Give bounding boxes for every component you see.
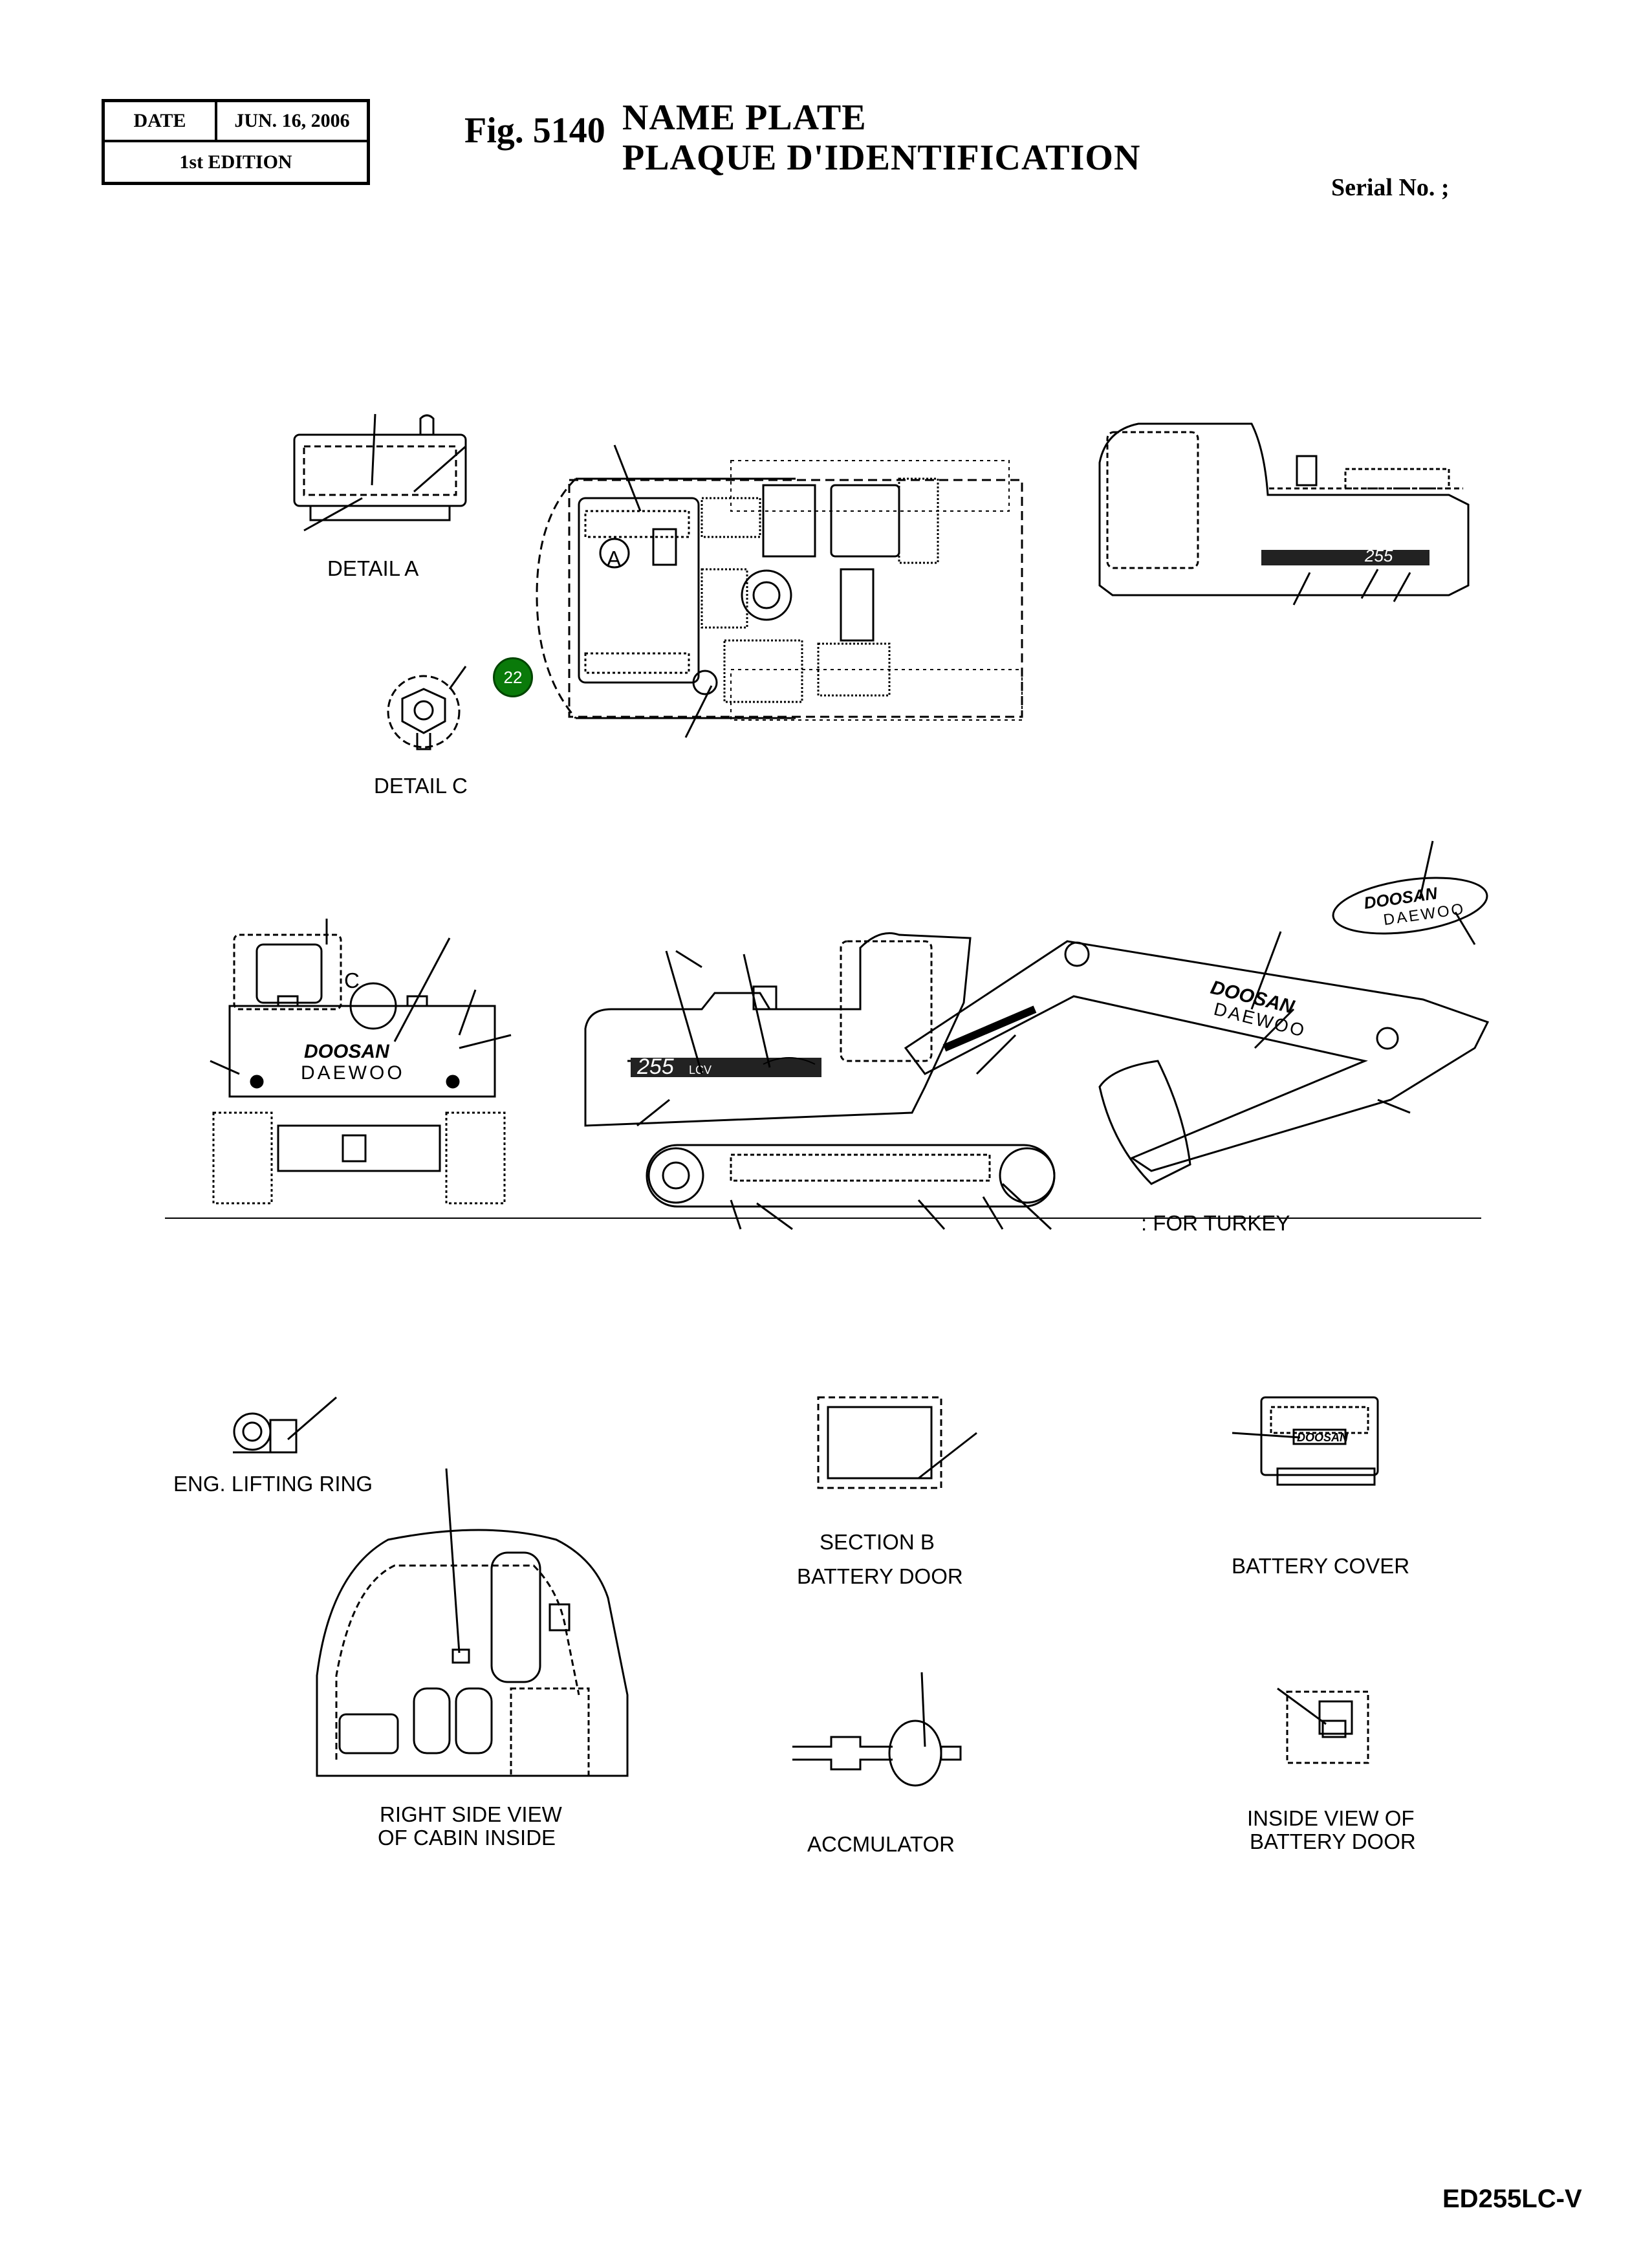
accumulator-label: ACCMULATOR [807,1832,955,1856]
rear-brand-doosan: DOOSAN [304,1041,390,1062]
inside-view-label-line2: BATTERY DOOR [1250,1830,1416,1853]
header-info-box: DATE JUN. 16, 2006 1st EDITION [102,99,370,185]
cabin-label-line2: OF CABIN INSIDE [378,1826,556,1850]
rear-brand-daewoo: DAEWOO [301,1062,405,1084]
detail-c-drawing [387,666,467,750]
side-model-badge: 255 [636,1054,674,1079]
marker-a-label: A [607,547,622,571]
detail-a-label: DETAIL A [327,556,419,580]
for-turkey-label: : FOR TURKEY [1141,1211,1290,1235]
rear-view-drawing [210,919,512,1205]
edition-label: 1st EDITION [179,151,292,173]
serial-number-label: Serial No. ; [1331,174,1450,201]
top-plan-view-drawing [536,444,1023,738]
excavator-side-view-drawing: 255 LCV DOOSAN DAEWOO [584,931,1490,1230]
detail-c-label: DETAIL C [374,774,468,798]
battery-cover-drawing [1232,1396,1379,1486]
svg-text:255: 255 [1364,546,1393,565]
battery-door-label: BATTERY DOOR [797,1564,963,1588]
battery-door-section-drawing [817,1396,977,1489]
section-b-label: SECTION B [820,1530,935,1554]
detail-a-drawing [293,413,467,532]
battery-cover-label: BATTERY COVER [1232,1554,1410,1578]
title-english: NAME PLATE [622,98,867,138]
accumulator-drawing [792,1672,962,1787]
model-code: ED255LC-V [1442,2185,1582,2213]
title-french: PLAQUE D'IDENTIFICATION [622,138,1141,178]
eng-lifting-ring-label: ENG. LIFTING RING [173,1472,373,1496]
inside-view-label-line1: INSIDE VIEW OF [1247,1806,1415,1830]
date-label: DATE [105,102,217,142]
cabin-label-line1: RIGHT SIDE VIEW [380,1802,562,1826]
side-view-top-right-drawing: 255 [1098,422,1470,606]
date-value: JUN. 16, 2006 [217,102,367,142]
cabin-inside-drawing [316,1468,629,1777]
callout-22: 22 [493,657,533,697]
marker-c-label: C [344,968,360,992]
inside-battery-door-drawing [1277,1687,1369,1764]
battery-cover-brand: DOOSAN [1297,1431,1349,1444]
figure-number: Fig. 5140 [464,111,605,151]
turkey-decal-drawing [1332,840,1488,945]
eng-lifting-ring-drawing [233,1396,337,1454]
